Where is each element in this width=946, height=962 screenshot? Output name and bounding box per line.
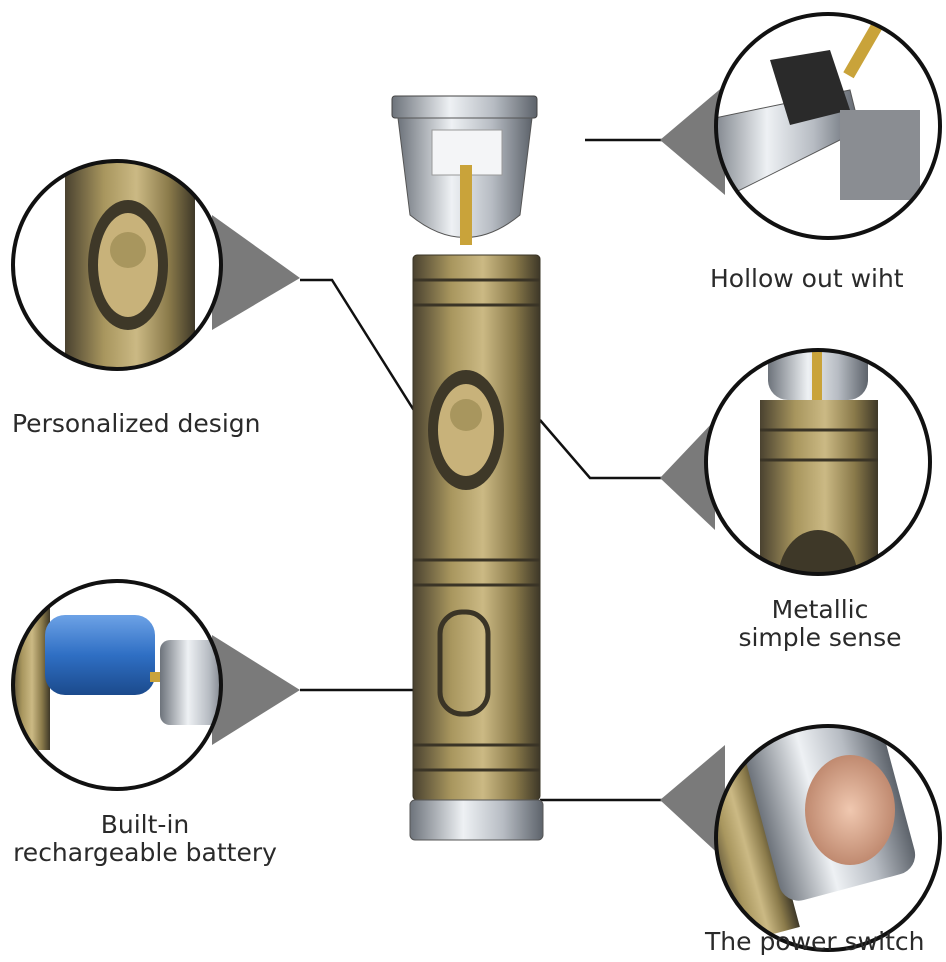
detail-circle-metallic <box>706 350 930 574</box>
label-power-switch: The power switch <box>705 927 925 956</box>
detail-circle-switch <box>716 726 940 950</box>
label-metallic-line2: simple sense <box>738 623 902 652</box>
pointer-triangles <box>212 85 725 860</box>
trimmer-product <box>391 95 544 841</box>
label-personalized-design: Personalized design <box>12 409 261 438</box>
label-battery-line2: rechargeable battery <box>13 838 277 867</box>
detail-circle-battery <box>13 581 221 789</box>
detail-circle-blade <box>716 14 940 238</box>
detail-circle-design <box>13 161 221 369</box>
label-battery-line1: Built-in <box>100 810 190 839</box>
label-hollow-out: Hollow out wiht <box>710 264 904 293</box>
label-metallic-line1: Metallic <box>771 595 869 624</box>
connector-lines <box>300 138 665 802</box>
